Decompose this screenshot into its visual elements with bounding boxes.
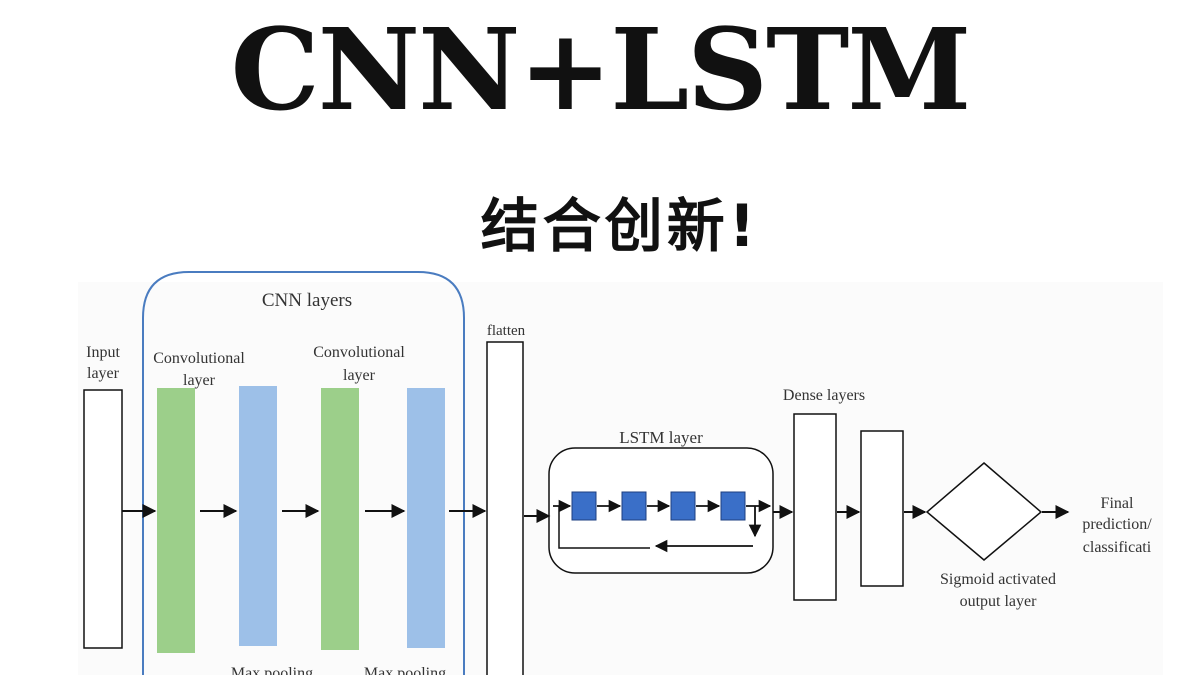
conv1-label: Convolutional (153, 350, 245, 367)
cnn-group-border (142, 271, 465, 675)
input-layer-label-2: layer (87, 365, 120, 382)
cnn-group-label: CNN layers (262, 290, 352, 311)
final-label-2: prediction/ (1082, 516, 1152, 533)
sigmoid-output-label: Sigmoid activated (940, 571, 1056, 588)
lstm-cell-4 (720, 491, 746, 521)
final-label-3: classificati (1083, 539, 1152, 556)
final-label: Final (1101, 495, 1134, 512)
dense-layers-label: Dense layers (783, 387, 865, 404)
input-layer-label: Input (86, 344, 120, 361)
pool1-layer (239, 386, 277, 646)
lstm-label: LSTM layer (619, 428, 703, 447)
dense-layer-1 (793, 413, 837, 601)
conv2-label: Convolutional (313, 344, 405, 361)
conv2-label-2: layer (343, 367, 376, 384)
flatten-layer (486, 341, 524, 675)
page-title: CNN+LSTM (230, 5, 972, 136)
sigmoid-output-node (925, 462, 1043, 561)
lstm-cell-3 (670, 491, 696, 521)
sigmoid-output-label-2: output layer (960, 593, 1038, 610)
input-layer-box (83, 389, 123, 649)
lstm-recurrent-bracket (558, 506, 650, 549)
page-subtitle: 结合创新! (480, 192, 760, 260)
pool2-layer (407, 388, 445, 648)
conv2-layer (321, 388, 359, 650)
conv1-layer (157, 388, 195, 653)
pool1-label: Max pooling (231, 665, 313, 675)
conv1-label-2: layer (183, 372, 216, 389)
lstm-cell-2 (621, 491, 647, 521)
dense-layer-2 (860, 430, 904, 587)
pool2-label: Max pooling (364, 665, 446, 675)
lstm-cell-1 (571, 491, 597, 521)
flatten-label: flatten (487, 323, 526, 339)
